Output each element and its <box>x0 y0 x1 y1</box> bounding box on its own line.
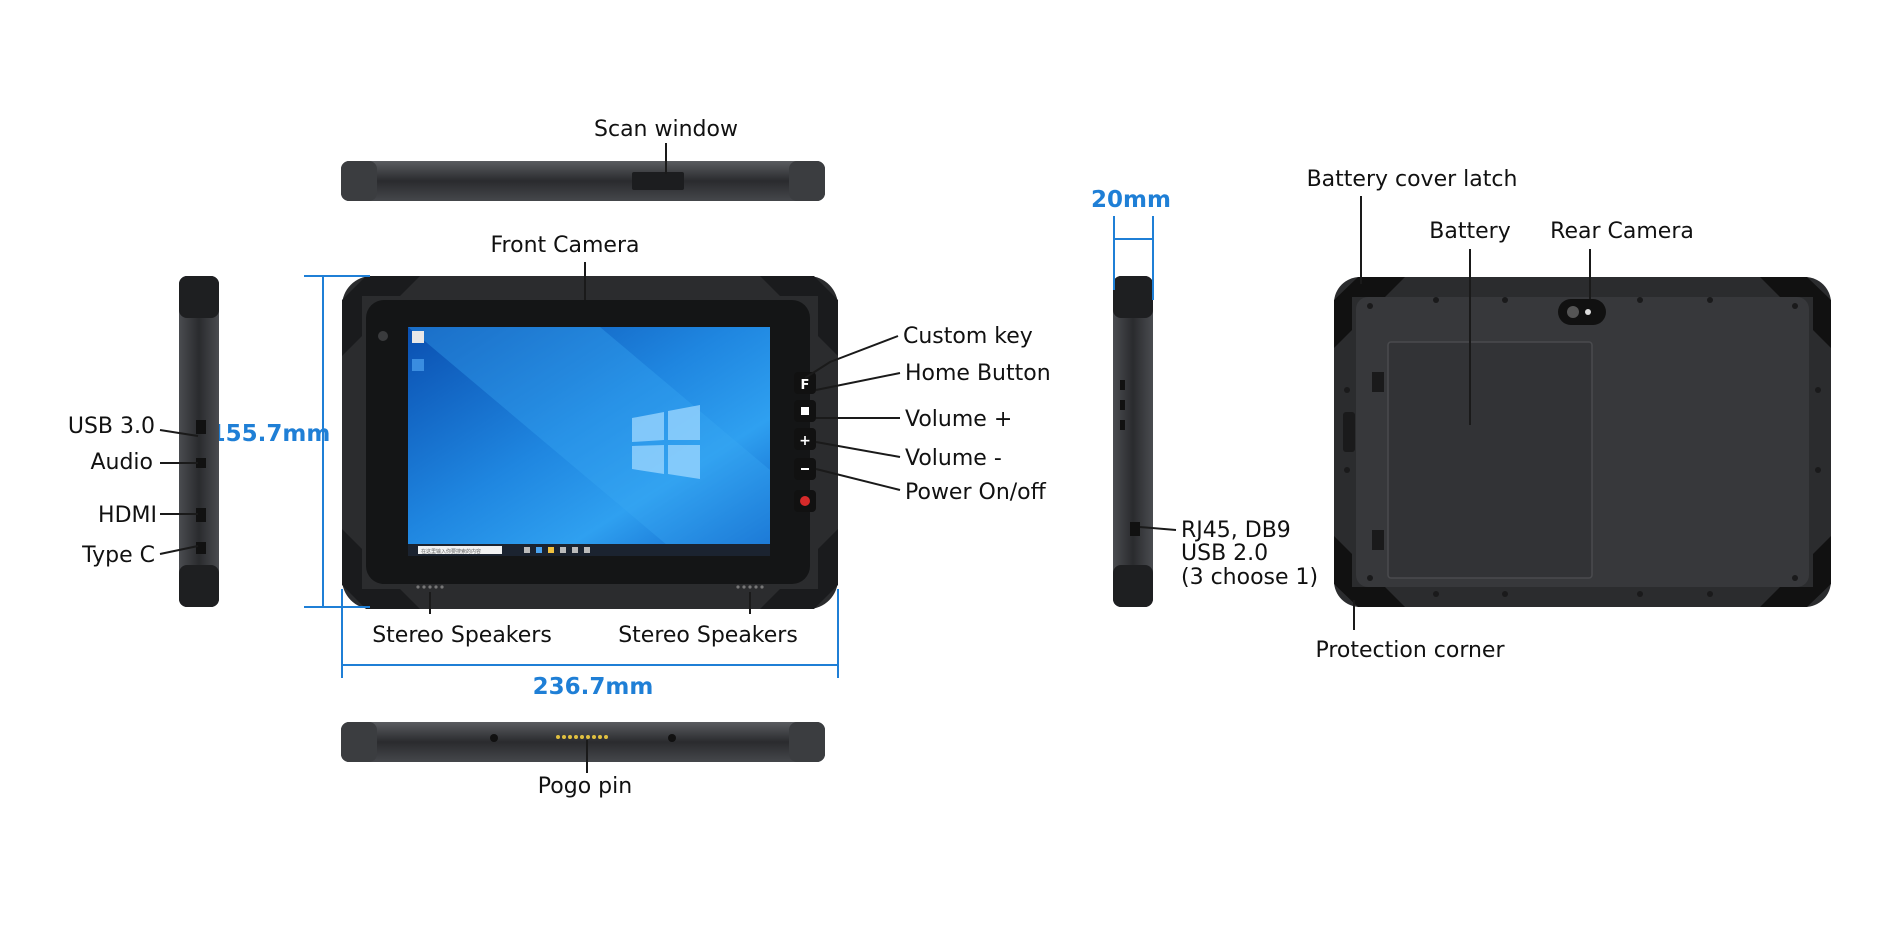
label-front-camera: Front Camera <box>491 233 640 258</box>
front-view: 在这里输入你要搜索的内容 F + <box>342 276 838 609</box>
label-battery: Battery <box>1429 219 1510 244</box>
recycle-bin-icon <box>412 331 424 343</box>
label-home-button: Home Button <box>905 361 1051 386</box>
home-icon <box>801 407 809 415</box>
label-hdmi: HDMI <box>98 503 157 528</box>
label-rj45-line3: (3 choose 1) <box>1181 565 1318 590</box>
battery-latch-top <box>1372 372 1384 392</box>
label-audio: Audio <box>90 450 153 475</box>
battery-panel <box>1387 341 1593 579</box>
minus-icon <box>801 468 809 470</box>
label-protection-corner: Protection corner <box>1315 638 1505 663</box>
pogo-pin-contacts <box>556 735 608 739</box>
rj45-port <box>1130 522 1140 536</box>
label-rj45-line1: RJ45, DB9 <box>1181 518 1291 543</box>
left-speaker-grille <box>416 585 444 589</box>
protection-corner <box>1334 536 1405 607</box>
label-volume-plus: Volume + <box>905 407 1012 432</box>
label-stereo-speakers-left: Stereo Speakers <box>372 623 552 648</box>
label-custom-key: Custom key <box>903 324 1033 349</box>
dimension-width: 236.7mm <box>533 674 654 700</box>
battery-latch-bottom <box>1372 530 1384 550</box>
custom-key-button[interactable]: F <box>801 378 810 393</box>
edge-browser-icon <box>412 359 424 371</box>
label-rj45-line2: USB 2.0 <box>1181 541 1268 566</box>
right-side-view <box>1113 276 1153 607</box>
type-c-port <box>196 542 206 554</box>
label-power: Power On/off <box>905 480 1047 505</box>
flash-icon <box>1585 309 1591 315</box>
label-battery-cover-latch: Battery cover latch <box>1307 167 1518 192</box>
label-stereo-speakers-right: Stereo Speakers <box>618 623 798 648</box>
label-volume-minus: Volume - <box>905 446 1002 471</box>
left-side-view <box>179 276 219 607</box>
label-type-c: Type C <box>81 543 155 568</box>
scan-window-slot <box>632 172 684 190</box>
back-view <box>1334 277 1831 607</box>
label-pogo-pin: Pogo pin <box>538 774 632 799</box>
top-edge-view <box>341 161 825 201</box>
taskbar-search-box <box>418 546 502 554</box>
windows-logo-icon <box>632 405 700 479</box>
audio-port <box>196 458 206 468</box>
rear-camera-module <box>1558 299 1606 325</box>
right-speaker-grille <box>736 585 764 589</box>
volume-up-button[interactable]: + <box>799 433 811 449</box>
bottom-edge-view <box>341 722 825 762</box>
front-camera-lens <box>378 331 388 341</box>
dimension-height: 155.7mm <box>210 421 331 447</box>
usb3-port <box>196 420 206 434</box>
rear-camera-lens <box>1567 306 1579 318</box>
hdmi-port <box>196 508 206 522</box>
label-scan-window: Scan window <box>594 117 738 142</box>
screen <box>408 327 770 556</box>
dimension-thickness: 20mm <box>1091 187 1171 213</box>
label-usb3: USB 3.0 <box>68 414 155 439</box>
taskbar-search-text: 在这里输入你要搜索的内容 <box>421 548 481 555</box>
label-rear-camera: Rear Camera <box>1550 219 1694 244</box>
power-icon <box>800 496 810 506</box>
